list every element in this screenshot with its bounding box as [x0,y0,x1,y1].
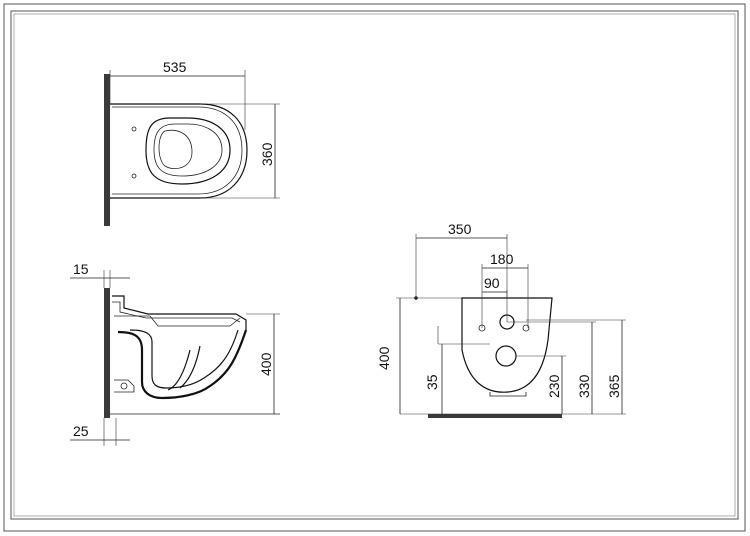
outer-frame [3,3,746,532]
side-view-wall-gap-bottom-label: 25 [73,423,89,439]
front-view-bolt-height-label: 365 [606,374,622,398]
side-view: 15 25 400 [70,261,280,446]
top-view-bolt-hole-top [131,126,137,132]
inner-frame-2 [13,13,736,517]
top-view: 535 360 [104,59,280,226]
front-view-drain-height-label: 35 [424,374,440,390]
front-view-bowl-outline [461,297,553,393]
front-view: 350 180 90 400 35 230 330 365 [376,221,626,418]
front-view-inlet-height-label: 330 [576,374,592,398]
front-view-floor [428,414,562,418]
front-view-outlet-hole [495,345,517,367]
side-view-rim [112,295,247,330]
top-view-depth-label: 360 [259,142,275,166]
top-view-bolt-hole-bottom [131,173,137,179]
top-view-width-label: 535 [163,59,187,75]
side-view-bowl-body [117,329,248,400]
side-view-height-label: 400 [258,352,274,376]
top-view-bowl-inner [112,106,243,195]
top-view-bowl-outline [110,103,248,199]
front-view-outer-width-label: 350 [448,221,472,237]
top-view-seat-ring [145,117,231,185]
side-view-wall [104,288,110,418]
front-view-bolt-hole-right [522,324,530,332]
side-view-bowl-inner [129,329,239,389]
side-view-wall-gap-top-label: 15 [73,261,89,277]
front-view-total-height-label: 400 [376,346,392,370]
front-view-outlet-height-label: 230 [546,374,562,398]
side-view-trap [167,345,201,391]
top-view-seat-opening [153,123,223,177]
top-view-wall [104,74,110,226]
front-view-bolt-spacing-label: 180 [490,251,514,267]
front-view-half-spacing-label: 90 [484,275,500,291]
side-view-drain [114,379,135,393]
inner-frame [10,10,739,520]
top-view-inner-well [158,129,193,169]
